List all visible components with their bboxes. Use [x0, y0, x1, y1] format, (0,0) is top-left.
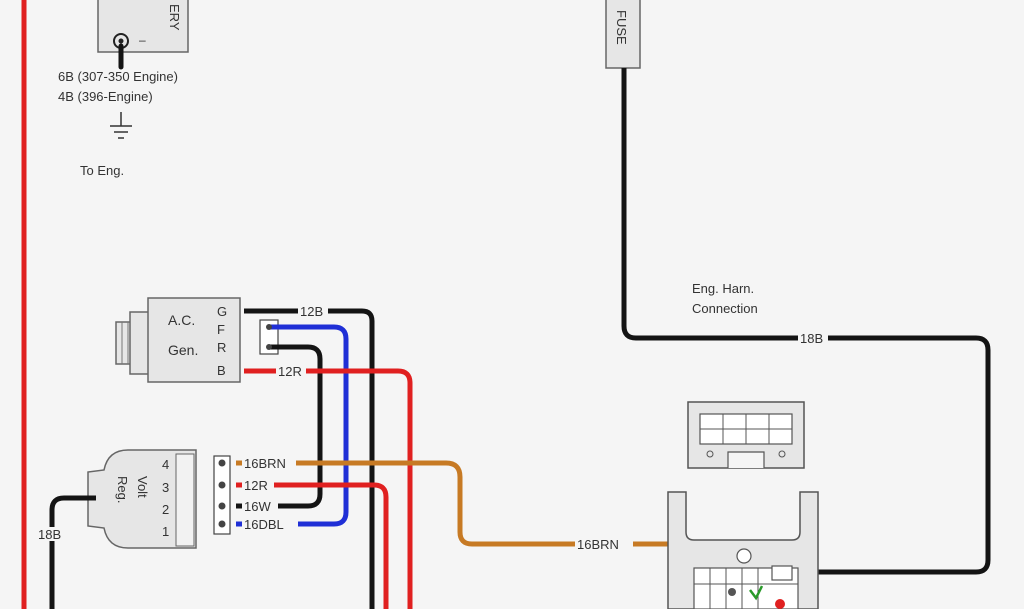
regulator-ground-wire-label: 18B	[38, 527, 61, 542]
regulator-body	[87, 449, 197, 549]
harness-label-line1: Eng. Harn.	[692, 281, 754, 296]
ground-symbol-icon	[110, 112, 132, 139]
ground-to-engine-label: To Eng.	[80, 163, 124, 178]
battery: ERY –	[97, 0, 189, 53]
wire-gen-b-label: 12R	[278, 364, 302, 379]
generator-pulley-hub	[129, 311, 151, 375]
relay-red-pin	[775, 599, 785, 609]
generator-plug-pins	[266, 324, 272, 350]
wire-gen-g	[244, 308, 375, 609]
check-mark-icon	[749, 585, 764, 601]
wire-gen-f	[236, 324, 349, 527]
generator-terminal-r: R	[217, 340, 226, 355]
regulator-terminal-2: 2	[162, 502, 169, 517]
generator-name-line1: A.C.	[168, 312, 195, 328]
wire-reg-1-label: 16DBL	[244, 517, 284, 532]
fuse-label: FUSE	[614, 10, 629, 45]
ac-generator: A.C. Gen. G F R B	[115, 297, 279, 383]
generator-terminal-g: G	[217, 304, 227, 319]
wire-gen-g-label: 12B	[300, 304, 323, 319]
battery-label: ERY	[167, 4, 182, 31]
regulator-terminal-4: 4	[162, 457, 169, 472]
battery-engine-396-note: 4B (396-Engine)	[58, 89, 153, 104]
fuse-harness-wire	[621, 68, 991, 575]
harness-connector	[687, 401, 805, 469]
relay-housing	[667, 491, 819, 609]
regulator-terminal-block	[175, 453, 195, 547]
regulator-plug-pins	[218, 459, 226, 528]
harness-wire-label-bg	[798, 331, 828, 345]
regulator-name-line1: Volt	[135, 476, 150, 498]
wire-reg-3-label: 12R	[244, 478, 268, 493]
brown-run-label: 16BRN	[577, 537, 619, 552]
regulator-ground-wire	[49, 495, 96, 609]
generator-terminal-b: B	[217, 363, 226, 378]
battery-terminal-center	[118, 38, 124, 44]
generator-name-line2: Gen.	[168, 342, 198, 358]
harness-label-line2: Connection	[692, 301, 758, 316]
fuse-body	[605, 0, 641, 69]
regulator-plug	[213, 455, 231, 535]
generator-terminal-f: F	[217, 322, 225, 337]
battery-engine-307-note: 6B (307-350 Engine)	[58, 69, 178, 84]
generator-body	[147, 297, 241, 383]
wire-reg-4-label: 16BRN	[244, 456, 286, 471]
regulator-name-line2: Reg.	[115, 476, 130, 503]
wire-gen-r	[236, 344, 323, 509]
wire-gen-b	[244, 368, 413, 609]
wire-reg-2-label: 16W	[244, 499, 271, 514]
harness-wire-label: 18B	[800, 331, 823, 346]
voltage-regulator: Volt Reg. 4 3 2 1	[87, 449, 231, 549]
battery-minus-label: –	[139, 33, 146, 47]
fuse: FUSE	[605, 0, 641, 69]
wire-reg-3	[236, 482, 389, 609]
regulator-terminal-3: 3	[162, 480, 169, 495]
regulator-terminal-1: 1	[162, 524, 169, 539]
battery-body	[97, 0, 189, 53]
